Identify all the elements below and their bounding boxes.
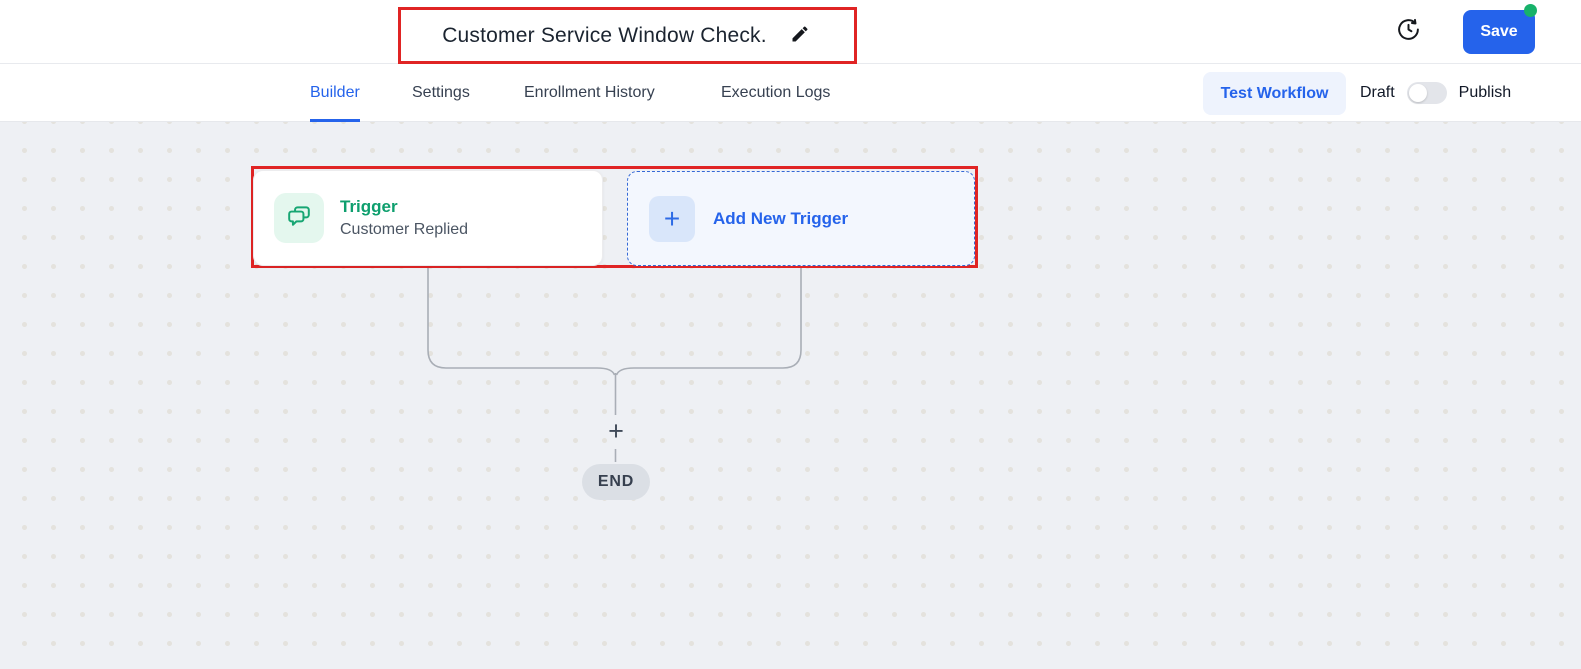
tab-builder[interactable]: Builder [310, 64, 360, 122]
add-action-button[interactable]: + [608, 415, 624, 446]
trigger-icon-box [274, 193, 324, 243]
edit-title-button[interactable] [787, 23, 813, 49]
tab-settings[interactable]: Settings [412, 83, 470, 101]
trigger-node[interactable]: Trigger Customer Replied [253, 170, 603, 266]
trigger-node-text: Trigger Customer Replied [340, 197, 468, 239]
plus-icon: + [649, 195, 695, 242]
draft-label: Draft [1360, 84, 1395, 101]
workflow-canvas[interactable]: Trigger Customer Replied + Add New Trigg… [0, 122, 1581, 669]
publish-controls: Draft Publish [1360, 64, 1511, 122]
publish-toggle[interactable] [1406, 82, 1447, 104]
tab-bar: Builder Settings Enrollment History Exec… [0, 64, 1581, 122]
toggle-knob [1408, 84, 1427, 102]
tab-enrollment-history[interactable]: Enrollment History [524, 83, 655, 101]
header: Customer Service Window Check. Save [0, 0, 1581, 64]
tab-execution-logs[interactable]: Execution Logs [721, 83, 831, 101]
publish-label: Publish [1458, 84, 1512, 101]
unsaved-changes-badge [1524, 4, 1537, 17]
trigger-node-subtitle: Customer Replied [340, 221, 469, 238]
chat-bubbles-icon [285, 202, 313, 235]
add-new-trigger-label: Add New Trigger [713, 208, 849, 228]
test-workflow-button[interactable]: Test Workflow [1203, 72, 1346, 115]
save-button[interactable]: Save [1463, 10, 1535, 54]
version-history-button[interactable] [1394, 17, 1422, 45]
workflow-title: Customer Service Window Check. [442, 23, 767, 47]
annotation-box-title: Customer Service Window Check. [398, 7, 857, 64]
end-node: END [582, 464, 650, 500]
add-new-trigger-node[interactable]: + Add New Trigger [627, 171, 975, 266]
clock-history-icon [1396, 17, 1421, 45]
trigger-node-title: Trigger [340, 197, 398, 216]
pencil-icon [790, 24, 810, 47]
